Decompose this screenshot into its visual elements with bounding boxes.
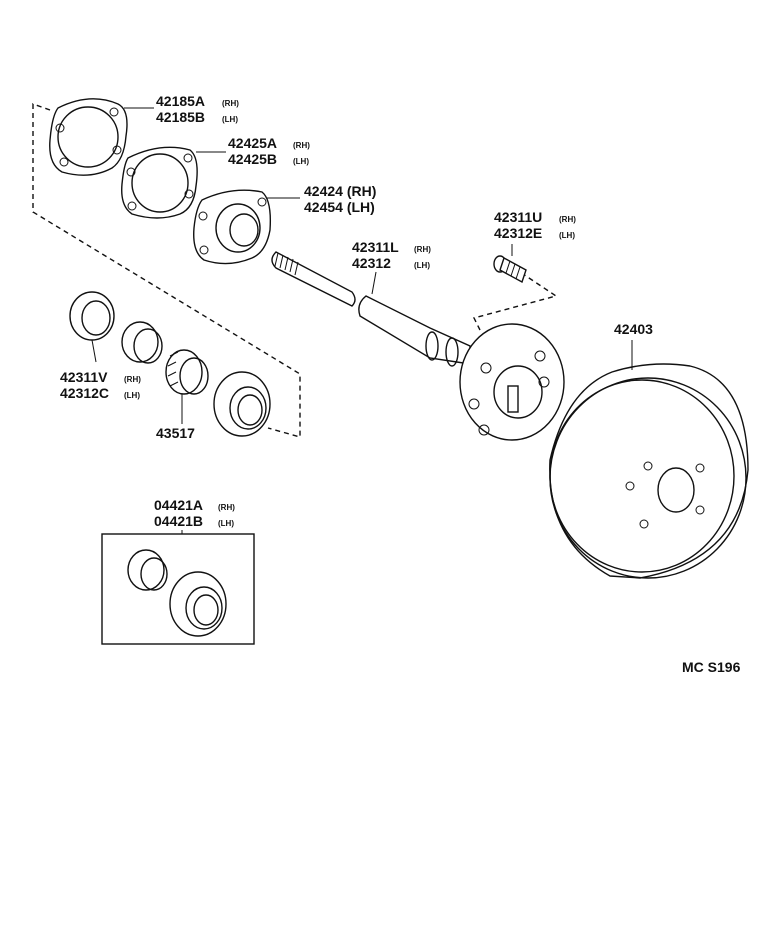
gasket-inner-side-a: (RH) (293, 141, 310, 150)
brake-drum-code: 42403 (614, 321, 653, 337)
callout-oil-seal: 42311V (RH) 42312C (LH) (60, 369, 141, 401)
gasket-inner-drawing (121, 146, 198, 219)
callout-bearing-retainer: 43517 (156, 425, 195, 441)
retainer-plate-line-a: 42424 (RH) (304, 183, 376, 199)
gasket-outer-side-a: (RH) (222, 99, 239, 108)
callout-gasket-outer: 42185A (RH) 42185B (LH) (156, 93, 239, 125)
bearing-kit-side-b: (LH) (218, 519, 234, 528)
callout-brake-drum: 42403 (614, 321, 653, 337)
hub-bolt-drawing (493, 255, 527, 284)
leader-lines (91, 107, 633, 534)
gasket-outer-side-b: (LH) (222, 115, 238, 124)
bearing-kit-code-a: 04421A (154, 497, 203, 513)
bearing-cup-drawing (121, 321, 163, 364)
gasket-outer-drawing (49, 98, 128, 176)
hub-bolt-code-a: 42311U (494, 209, 542, 225)
axle-shaft-side-b: (LH) (414, 261, 430, 270)
bearing-kit-code-b: 04421B (154, 513, 203, 529)
hub-bolt-side-b: (LH) (559, 231, 575, 240)
bearing-retainer-code: 43517 (156, 425, 195, 441)
oil-seal-code-b: 42312C (60, 385, 109, 401)
assembly-dashed-outline (32, 103, 301, 438)
callout-retainer-plate: 42424 (RH) 42454 (LH) (304, 183, 376, 215)
axle-shaft-code-b: 42312 (352, 255, 391, 271)
oil-seal-code-a: 42311V (60, 369, 108, 385)
oil-seal-drawing (69, 291, 115, 341)
callout-gasket-inner: 42425A (RH) 42425B (LH) (228, 135, 310, 167)
hub-bolt-code-b: 42312E (494, 225, 542, 241)
bearing-drawing (213, 371, 271, 437)
oil-seal-side-a: (RH) (124, 375, 141, 384)
axle-shaft-side-a: (RH) (414, 245, 431, 254)
bearing-retainer-drawing (165, 349, 209, 395)
callout-axle-shaft: 42311L (RH) 42312 (LH) (352, 239, 431, 271)
callout-bearing-kit: 04421A (RH) 04421B (LH) (154, 497, 235, 529)
bearing-kit-side-a: (RH) (218, 503, 235, 512)
oil-seal-side-b: (LH) (124, 391, 140, 400)
bearing-kit-box (101, 533, 255, 645)
retainer-plate-line-b: 42454 (LH) (304, 199, 375, 215)
gasket-inner-code-b: 42425B (228, 151, 277, 167)
retainer-plate-drawing (193, 189, 272, 265)
axle-shaft-drawing (271, 251, 565, 441)
gasket-inner-side-b: (LH) (293, 157, 309, 166)
gasket-inner-code-a: 42425A (228, 135, 277, 151)
callout-hub-bolt: 42311U (RH) 42312E (LH) (494, 209, 576, 241)
gasket-outer-code-b: 42185B (156, 109, 205, 125)
gasket-outer-code-a: 42185A (156, 93, 205, 109)
axle-shaft-code-a: 42311L (352, 239, 399, 255)
brake-drum-drawing (549, 363, 749, 579)
figure-code: MC S196 (682, 659, 741, 675)
hub-bolt-side-a: (RH) (559, 215, 576, 224)
